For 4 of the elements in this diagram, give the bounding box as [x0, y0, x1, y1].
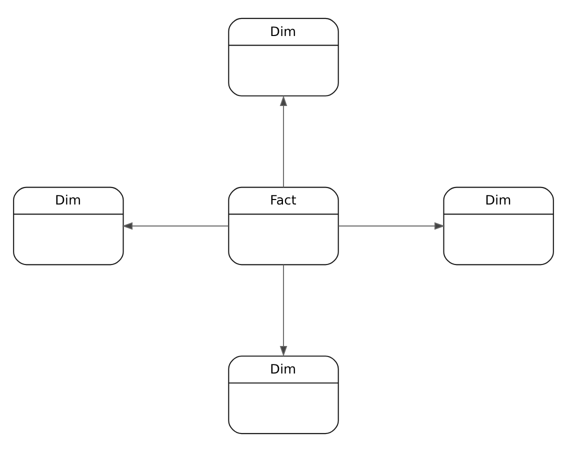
arrow [338, 222, 446, 230]
arrow [280, 94, 288, 188]
arrow [122, 222, 229, 230]
arrow [280, 264, 288, 356]
